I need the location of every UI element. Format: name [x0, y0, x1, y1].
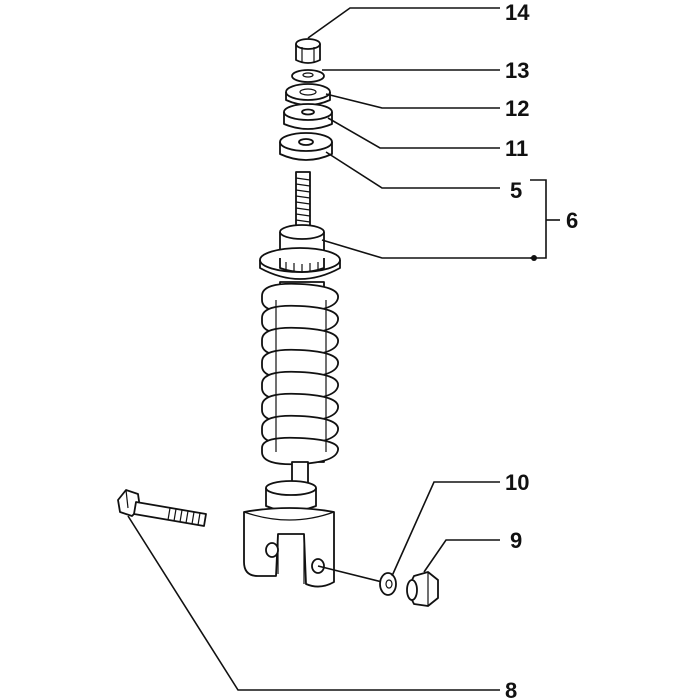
- leader-11: [327, 117, 500, 149]
- leader-6-assembly: [321, 239, 534, 259]
- threaded-rod: [295, 171, 311, 233]
- part-11-upper-bush: [283, 103, 333, 130]
- leader-12: [325, 93, 500, 109]
- bracket-5-6: [530, 179, 547, 259]
- callout-8: 8: [505, 678, 517, 700]
- leader-9: [423, 539, 500, 573]
- spring-seat: [259, 247, 341, 280]
- callout-12: 12: [505, 96, 529, 121]
- part-12-cup: [285, 83, 331, 106]
- part-10-washer: [379, 572, 397, 596]
- axle-line: [317, 565, 383, 583]
- callout-13: 13: [505, 58, 529, 83]
- coil-spring: [261, 282, 339, 466]
- leader-8: [127, 515, 500, 691]
- callout-9: 9: [510, 528, 522, 553]
- callout-14: 14: [505, 0, 530, 25]
- shock-absorber-assembly: [243, 38, 341, 588]
- leader-5: [325, 151, 500, 189]
- lower-cup: [265, 480, 317, 512]
- leader-10: [391, 481, 500, 577]
- callout-6: 6: [566, 208, 578, 233]
- leader-14: [307, 7, 500, 39]
- callout-11: 11: [505, 136, 528, 161]
- callout-10: 10: [505, 470, 529, 495]
- part-5-lower-bush: [279, 132, 333, 161]
- callout-labels: 14 13 12 11 5 6 10 9 8: [505, 0, 578, 700]
- part-9-nut: [406, 571, 439, 607]
- fork-mount: [243, 507, 335, 588]
- callout-5: 5: [510, 178, 522, 203]
- part-14-top-nut: [295, 38, 321, 64]
- part-13-washer: [291, 69, 325, 83]
- leader-lines: [127, 7, 560, 691]
- part-8-bolt: [117, 489, 207, 527]
